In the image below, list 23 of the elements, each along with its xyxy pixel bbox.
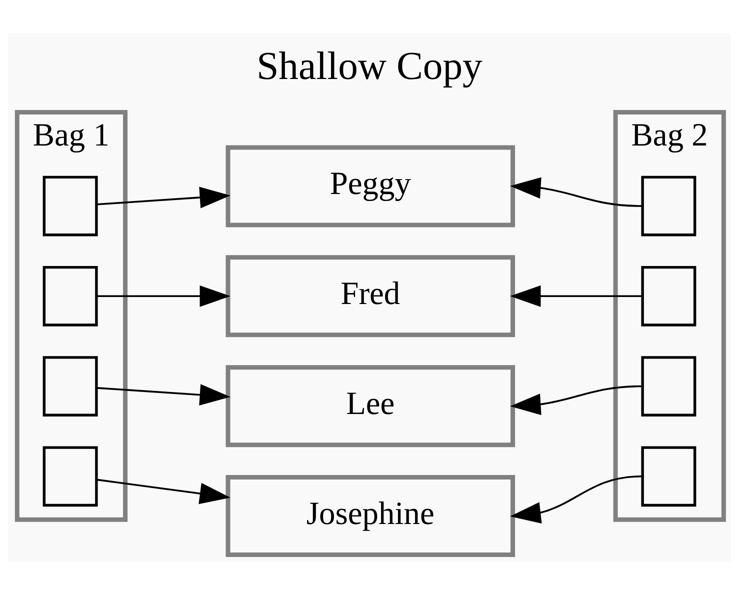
arrow <box>96 478 230 504</box>
arrow <box>510 384 642 415</box>
arrow <box>510 176 642 206</box>
node-box <box>42 265 98 326</box>
arrow <box>96 284 230 306</box>
diagram-title: Shallow Copy <box>256 44 482 88</box>
node-box: Peggy <box>226 144 516 227</box>
node-box <box>42 446 98 506</box>
arrow <box>96 186 230 208</box>
cluster: Bag 1 <box>14 110 128 522</box>
node-box: Lee <box>226 364 516 447</box>
node-box <box>641 446 696 506</box>
arrow <box>510 284 642 306</box>
arrow <box>510 474 642 523</box>
node-box: Josephine <box>226 474 516 557</box>
node-box <box>641 265 696 326</box>
node-box <box>42 175 98 236</box>
node-box: Fred <box>226 254 516 337</box>
node-box <box>42 356 98 416</box>
node-box <box>641 356 696 416</box>
node-box <box>641 175 696 236</box>
arrow <box>96 384 230 406</box>
cluster: Bag 2 <box>613 110 726 522</box>
